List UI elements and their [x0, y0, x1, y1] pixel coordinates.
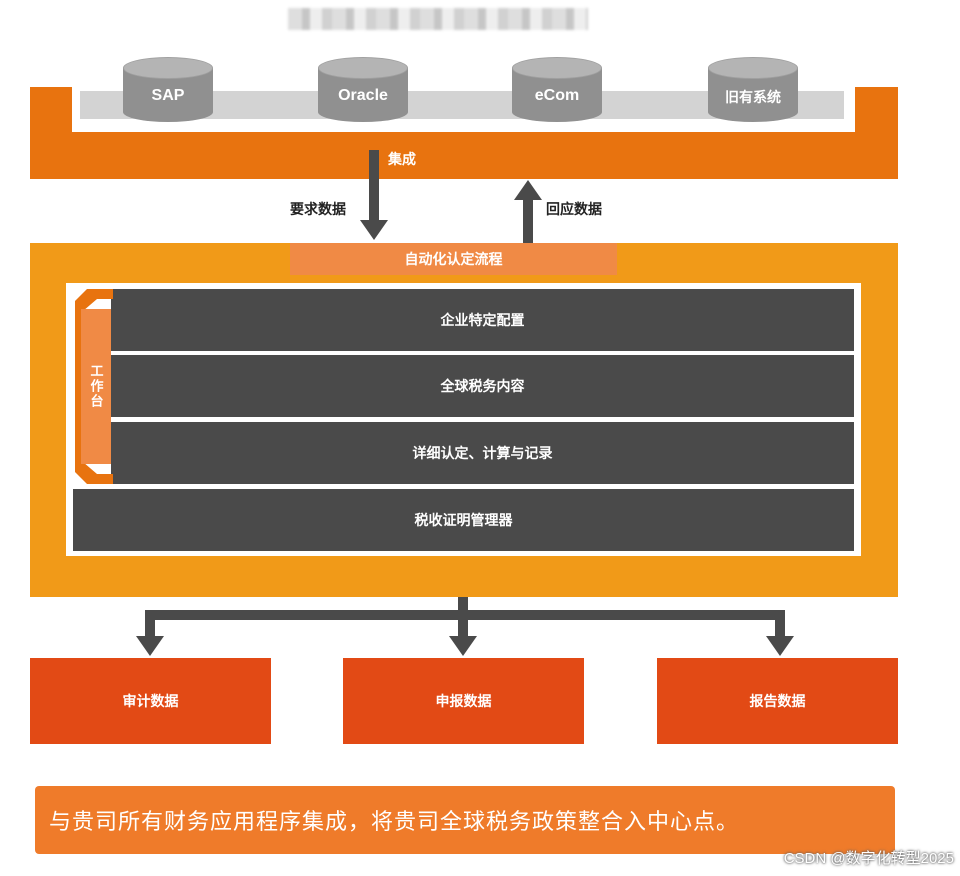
workbench-bracket-icon [75, 289, 113, 484]
database-label: SAP [151, 87, 185, 104]
database-label: eCom [534, 87, 580, 104]
layer-determination: 详细认定、计算与记录 [111, 422, 854, 484]
layer-global-tax-content: 全球税务内容 [111, 355, 854, 417]
summary-banner: 与贵司所有财务应用程序集成，将贵司全球税务政策整合入中心点。 [35, 786, 895, 854]
output-audit-data: 审计数据 [30, 658, 271, 744]
output-arrows-icon [136, 597, 794, 656]
integration-label: 集成 [388, 152, 416, 168]
blurred-title [288, 8, 588, 30]
workbench: 工作台 [73, 289, 113, 484]
response-data-label: 回应数据 [546, 202, 602, 218]
output-filing-data: 申报数据 [343, 658, 584, 744]
process-label: 自动化认定流程 [290, 243, 617, 275]
workbench-label: 工作台 [87, 364, 103, 409]
database-legacy: 旧有系统 [708, 57, 798, 127]
request-data-label: 要求数据 [290, 202, 346, 218]
layer-certificate-manager: 税收证明管理器 [73, 489, 854, 551]
database-label: Oracle [338, 87, 388, 104]
watermark: CSDN @数字化转型2025 [783, 850, 954, 867]
database-ecom: eCom [512, 57, 602, 127]
database-sap: SAP [123, 57, 213, 127]
database-oracle: Oracle [318, 57, 408, 127]
response-arrow-icon [514, 180, 542, 243]
layer-enterprise-config: 企业特定配置 [111, 289, 854, 351]
output-report-data: 报告数据 [657, 658, 898, 744]
database-label: 旧有系统 [725, 90, 781, 106]
